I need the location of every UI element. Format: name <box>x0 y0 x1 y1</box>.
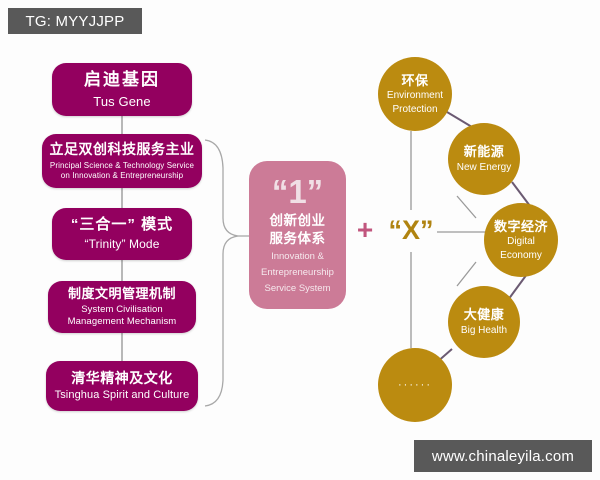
left-box-4-en: System Civilisation Management Mechanism <box>67 304 177 327</box>
circle-digital-economy[interactable]: 数字经济 Digital Economy <box>484 203 558 277</box>
center-card-one[interactable]: “1” 创新创业 服务体系 Innovation & Entrepreneurs… <box>249 161 346 309</box>
circle-3-cn: 数字经济 <box>493 218 548 234</box>
plus-operator: + <box>356 214 374 245</box>
hub-link-upper-right <box>456 195 477 219</box>
grouping-brace <box>204 139 239 407</box>
left-box-1-en: Tus Gene <box>93 93 151 109</box>
watermark-bottom-url: www.chinaleyila.com <box>414 440 592 472</box>
circle-3-en2: Economy <box>500 249 542 261</box>
left-box-3-cn: “三合一” 模式 <box>70 216 174 234</box>
left-box-1-cn: 启迪基因 <box>84 69 160 89</box>
circle-1-en1: Environment <box>386 90 444 102</box>
circle-5-dots: ······ <box>398 378 432 391</box>
left-box-2-en: Principal Science & Technology Service o… <box>49 160 195 180</box>
circle-1-en2: Protection <box>392 103 438 115</box>
left-box-5-en: Tsinghua Spirit and Culture <box>54 388 190 401</box>
watermark-top-badge: TG: MYYJJPP <box>8 8 142 34</box>
left-box-tsinghua-spirit[interactable]: 清华精神及文化 Tsinghua Spirit and Culture <box>46 361 198 411</box>
x-operator: “X” <box>388 214 434 245</box>
center-cn-line1: 创新创业 <box>269 213 326 229</box>
center-en-line2: Entrepreneurship <box>261 266 334 278</box>
circle-big-health[interactable]: 大健康 Big Health <box>448 286 520 358</box>
left-box-principal-service[interactable]: 立足双创科技服务主业 Principal Science & Technolog… <box>42 134 202 188</box>
left-box-trinity-mode[interactable]: “三合一” 模式 “Trinity” Mode <box>52 208 192 260</box>
circle-new-energy[interactable]: 新能源 New Energy <box>448 123 520 195</box>
hub-link-lower-right <box>456 261 477 287</box>
circle-2-cn: 新能源 <box>463 144 505 160</box>
circle-4-en1: Big Health <box>460 325 508 337</box>
circle-environment-protection[interactable]: 环保 Environment Protection <box>378 57 452 131</box>
left-box-management-mechanism[interactable]: 制度文明管理机制 System Civilisation Management … <box>48 281 196 333</box>
center-en-line3: Service System <box>264 282 331 294</box>
center-cn-line2: 服务体系 <box>269 230 326 246</box>
circle-ellipsis-more[interactable]: ······ <box>378 348 452 422</box>
center-en-line1: Innovation & <box>271 250 324 262</box>
left-box-2-cn: 立足双创科技服务主业 <box>49 141 195 158</box>
circle-4-cn: 大健康 <box>463 307 505 323</box>
left-box-tus-gene[interactable]: 启迪基因 Tus Gene <box>52 63 192 116</box>
left-box-5-cn: 清华精神及文化 <box>71 369 173 386</box>
circle-1-cn: 环保 <box>401 72 429 88</box>
left-box-4-cn: 制度文明管理机制 <box>67 286 176 302</box>
center-numeral: “1” <box>271 173 324 211</box>
left-box-3-en: “Trinity” Mode <box>84 237 160 252</box>
circle-3-en1: Digital <box>507 236 535 248</box>
circle-2-en1: New Energy <box>456 162 512 174</box>
